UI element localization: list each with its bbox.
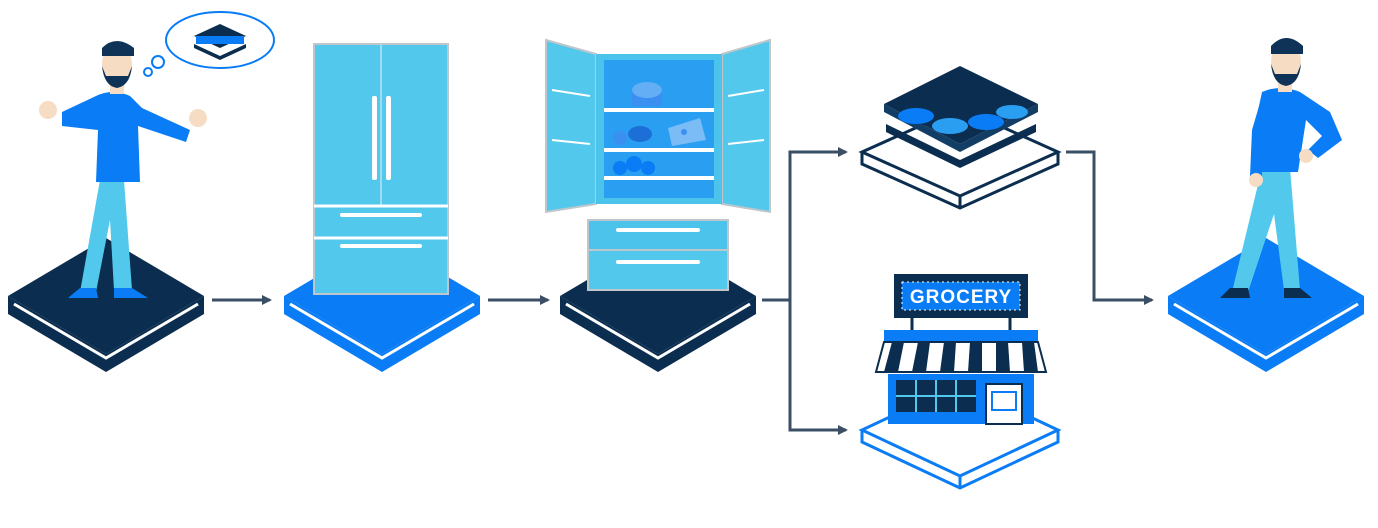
thought-sandwich-icon — [194, 24, 246, 60]
tomatoes-icon — [613, 156, 655, 175]
grocery-store-icon: GROCERY — [874, 274, 1048, 425]
arrow-branch-to-grocery — [788, 300, 848, 435]
sandwich-icon — [884, 66, 1038, 168]
cheese-icon — [668, 118, 706, 146]
satisfied-person-icon — [1220, 38, 1342, 298]
confused-person-icon — [39, 11, 275, 298]
platform-end — [1168, 238, 1364, 372]
bread-icon — [632, 82, 662, 106]
flow-arrows — [212, 147, 1154, 435]
platform-start — [8, 238, 204, 372]
grocery-sign-label: GROCERY — [910, 287, 1012, 308]
closed-fridge-icon — [313, 43, 449, 295]
open-fridge-icon — [545, 38, 771, 291]
sausage-icon — [613, 126, 652, 145]
arrow-branch-to-sandwich — [762, 147, 848, 302]
arrow-sandwich-to-person — [1066, 150, 1154, 305]
